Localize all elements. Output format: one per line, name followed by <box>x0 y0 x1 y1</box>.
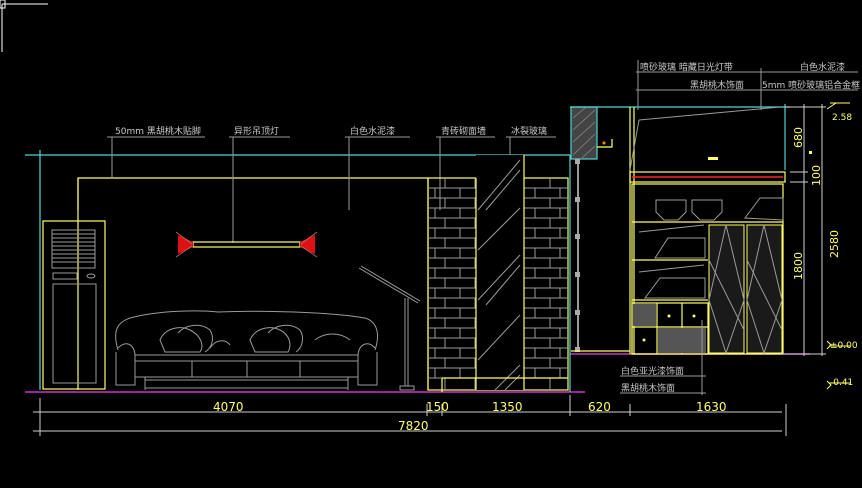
annotation-brick-wall: 青砖砌面墙 <box>441 125 486 137</box>
horizontal-dimension-lines <box>33 395 787 436</box>
dim-100: 100 <box>810 165 823 186</box>
pendant-lamp <box>175 231 318 258</box>
level-0-00: ±0.00 <box>830 341 858 351</box>
column-section <box>569 106 790 392</box>
display-cabinet <box>629 104 786 360</box>
level-markers <box>826 102 850 390</box>
annotation-walnut-veneer-top: 黑胡桃木饰面 <box>690 79 744 91</box>
dim-680: 680 <box>792 127 805 148</box>
dim-2580: 2580 <box>828 230 841 258</box>
right-annotation-lines <box>636 60 858 110</box>
annotation-white-paint-right: 白色水泥漆 <box>800 61 845 73</box>
dim-1800: 1800 <box>792 252 805 280</box>
brick-wall <box>427 155 569 392</box>
annotation-cracked-glass: 冰裂玻璃 <box>511 125 547 137</box>
ucs-icon <box>0 0 48 52</box>
annotation-white-matte-paint: 白色亚光漆饰面 <box>621 365 684 377</box>
bottom-annotation-lines <box>620 354 706 395</box>
vertical-dimension-lines <box>780 104 826 356</box>
air-conditioner <box>42 220 106 390</box>
annotation-5mm-glass-frame: 5mm 喷砂玻璃铝合金框 <box>762 79 860 91</box>
annotation-walnut-veneer-bottom: 黑胡桃木饰面 <box>621 382 675 394</box>
level-minus-0-41: -0.41 <box>830 378 853 388</box>
sofa <box>115 310 378 390</box>
dim-1350: 1350 <box>492 400 523 414</box>
level-2-58: 2.58 <box>832 113 852 123</box>
dim-1630: 1630 <box>696 400 727 414</box>
annotation-sandblast-glass-light: 喷砂玻璃 暗藏日光灯带 <box>640 61 733 73</box>
dim-4070: 4070 <box>213 400 244 414</box>
dim-7820: 7820 <box>398 419 429 433</box>
annotation-walnut-skirting: 50mm 黑胡桃木贴脚 <box>115 125 201 137</box>
annotation-white-paint: 白色水泥漆 <box>350 125 395 137</box>
wall-outline <box>77 177 429 390</box>
annotation-pendant-lamp: 异形吊顶灯 <box>234 125 279 137</box>
dim-150: 150 <box>426 400 449 414</box>
dim-620: 620 <box>588 400 611 414</box>
floor-lamp <box>358 265 421 391</box>
